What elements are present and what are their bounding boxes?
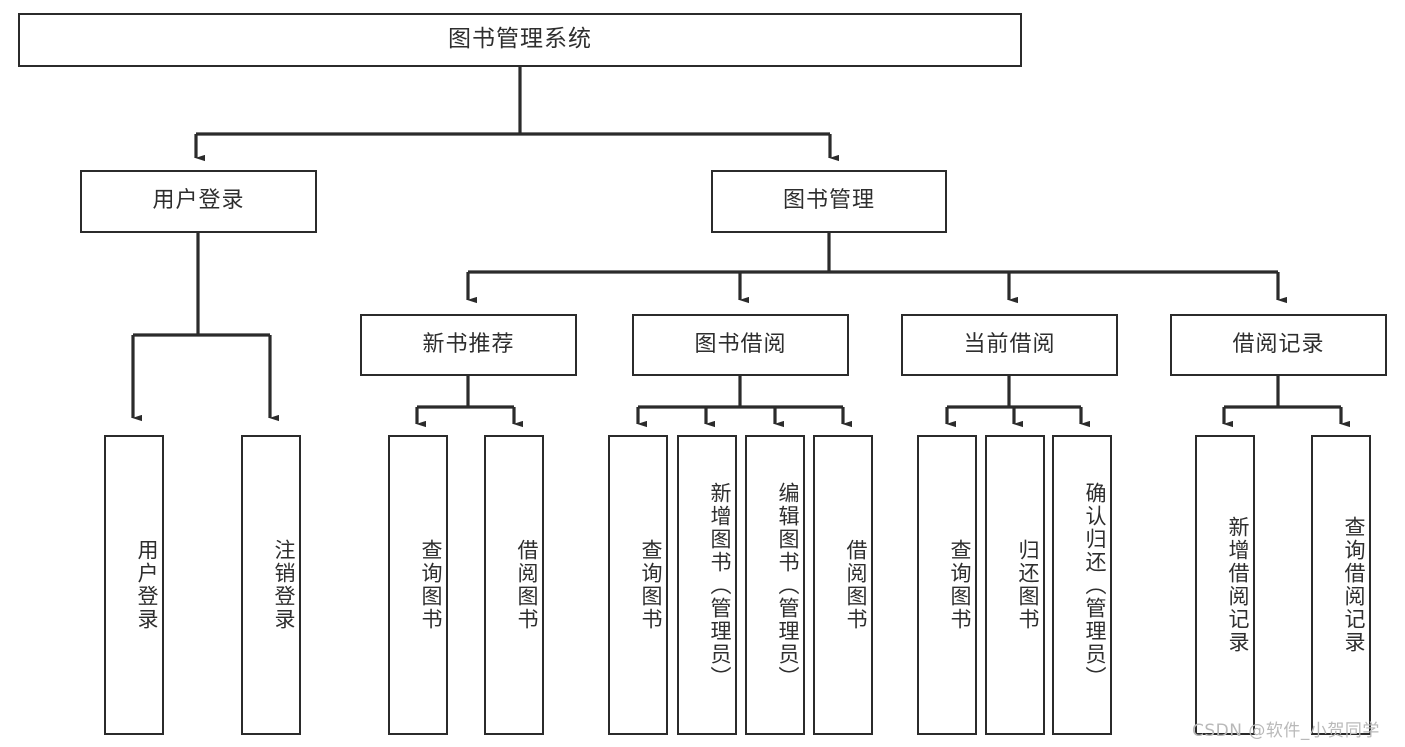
leaf-borrow-book-recommend-label: 借阅图书 — [515, 539, 539, 631]
leaf-query-book-borrow-label: 查询图书 — [639, 539, 663, 631]
leaf-edit-book-label: 编辑图书（管理员） — [776, 481, 800, 689]
leaf-borrow-book-recommend[interactable]: 借阅图书 — [484, 435, 544, 735]
leaf-query-book-current-label: 查询图书 — [948, 539, 972, 631]
leaf-query-book-recommend-label: 查询图书 — [419, 539, 443, 631]
leaf-return-book[interactable]: 归还图书 — [985, 435, 1045, 735]
leaf-confirm-return-label: 确认归还（管理员） — [1083, 481, 1107, 689]
leaf-query-borrow-record-label: 查询借阅记录 — [1342, 516, 1366, 654]
node-book-borrow[interactable]: 图书借阅 — [632, 314, 849, 376]
node-root[interactable]: 图书管理系统 — [18, 13, 1022, 67]
leaf-logout-label: 注销登录 — [272, 539, 296, 631]
node-user-login-label: 用户登录 — [152, 188, 245, 214]
node-book-borrow-label: 图书借阅 — [694, 331, 787, 357]
leaf-query-book-borrow[interactable]: 查询图书 — [608, 435, 668, 735]
leaf-add-borrow-record[interactable]: 新增借阅记录 — [1195, 435, 1255, 735]
node-new-book-recommend[interactable]: 新书推荐 — [360, 314, 577, 376]
leaf-borrow-book-label: 借阅图书 — [844, 539, 868, 631]
leaf-query-book-current[interactable]: 查询图书 — [917, 435, 977, 735]
leaf-add-book-label: 新增图书（管理员） — [708, 481, 732, 689]
leaf-add-book[interactable]: 新增图书（管理员） — [677, 435, 737, 735]
node-user-login[interactable]: 用户登录 — [80, 170, 317, 233]
node-borrow-record[interactable]: 借阅记录 — [1170, 314, 1387, 376]
leaf-query-book-recommend[interactable]: 查询图书 — [388, 435, 448, 735]
node-current-borrow[interactable]: 当前借阅 — [901, 314, 1118, 376]
node-book-manage-label: 图书管理 — [782, 188, 875, 214]
leaf-confirm-return[interactable]: 确认归还（管理员） — [1052, 435, 1112, 735]
watermark: CSDN @软件_小贺同学 — [1192, 721, 1380, 741]
leaf-return-book-label: 归还图书 — [1016, 539, 1040, 631]
leaf-borrow-book[interactable]: 借阅图书 — [813, 435, 873, 735]
leaf-edit-book[interactable]: 编辑图书（管理员） — [745, 435, 805, 735]
node-root-label: 图书管理系统 — [448, 26, 592, 53]
leaf-user-login-label: 用户登录 — [135, 539, 159, 631]
node-book-manage[interactable]: 图书管理 — [711, 170, 947, 233]
leaf-logout[interactable]: 注销登录 — [241, 435, 301, 735]
leaf-user-login[interactable]: 用户登录 — [104, 435, 164, 735]
node-new-book-recommend-label: 新书推荐 — [422, 331, 515, 357]
leaf-add-borrow-record-label: 新增借阅记录 — [1226, 516, 1250, 654]
node-borrow-record-label: 借阅记录 — [1232, 331, 1325, 357]
leaf-query-borrow-record[interactable]: 查询借阅记录 — [1311, 435, 1371, 735]
node-current-borrow-label: 当前借阅 — [963, 331, 1056, 357]
